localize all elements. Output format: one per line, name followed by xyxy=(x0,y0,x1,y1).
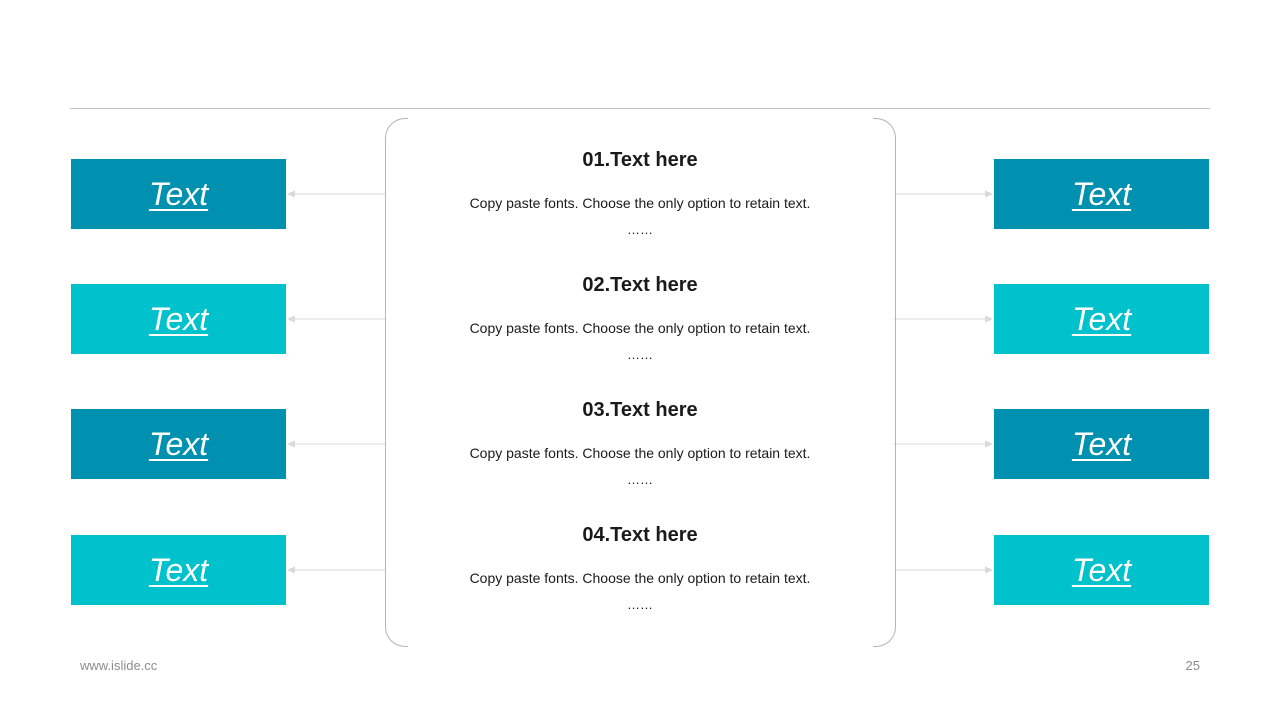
left-box-3[interactable]: Text xyxy=(71,409,286,479)
left-box-2[interactable]: Text xyxy=(71,284,286,354)
right-box-2[interactable]: Text xyxy=(994,284,1209,354)
section-ellipsis-4: …… xyxy=(627,597,653,612)
footer-website[interactable]: www.islide.cc xyxy=(80,658,158,673)
section-body-4: Copy paste fonts. Choose the only option… xyxy=(469,570,811,586)
section-ellipsis-1: …… xyxy=(627,222,653,237)
section-title-2: 02.Text here xyxy=(582,274,698,296)
section-title-3: 03.Text here xyxy=(582,399,698,421)
left-box-1[interactable]: Text xyxy=(71,159,286,229)
top-divider xyxy=(70,108,1210,109)
section-ellipsis-2: …… xyxy=(627,347,653,362)
right-box-1[interactable]: Text xyxy=(994,159,1209,229)
section-title-1: 01.Text here xyxy=(582,149,698,171)
section-title-4: 04.Text here xyxy=(582,524,698,546)
section-body-3: Copy paste fonts. Choose the only option… xyxy=(469,445,811,461)
section-ellipsis-3: …… xyxy=(627,472,653,487)
section-body-1: Copy paste fonts. Choose the only option… xyxy=(469,195,811,211)
right-box-4[interactable]: Text xyxy=(994,535,1209,605)
section-body-2: Copy paste fonts. Choose the only option… xyxy=(469,320,811,336)
left-box-4[interactable]: Text xyxy=(71,535,286,605)
page-number: 25 xyxy=(1185,658,1200,673)
right-box-3[interactable]: Text xyxy=(994,409,1209,479)
